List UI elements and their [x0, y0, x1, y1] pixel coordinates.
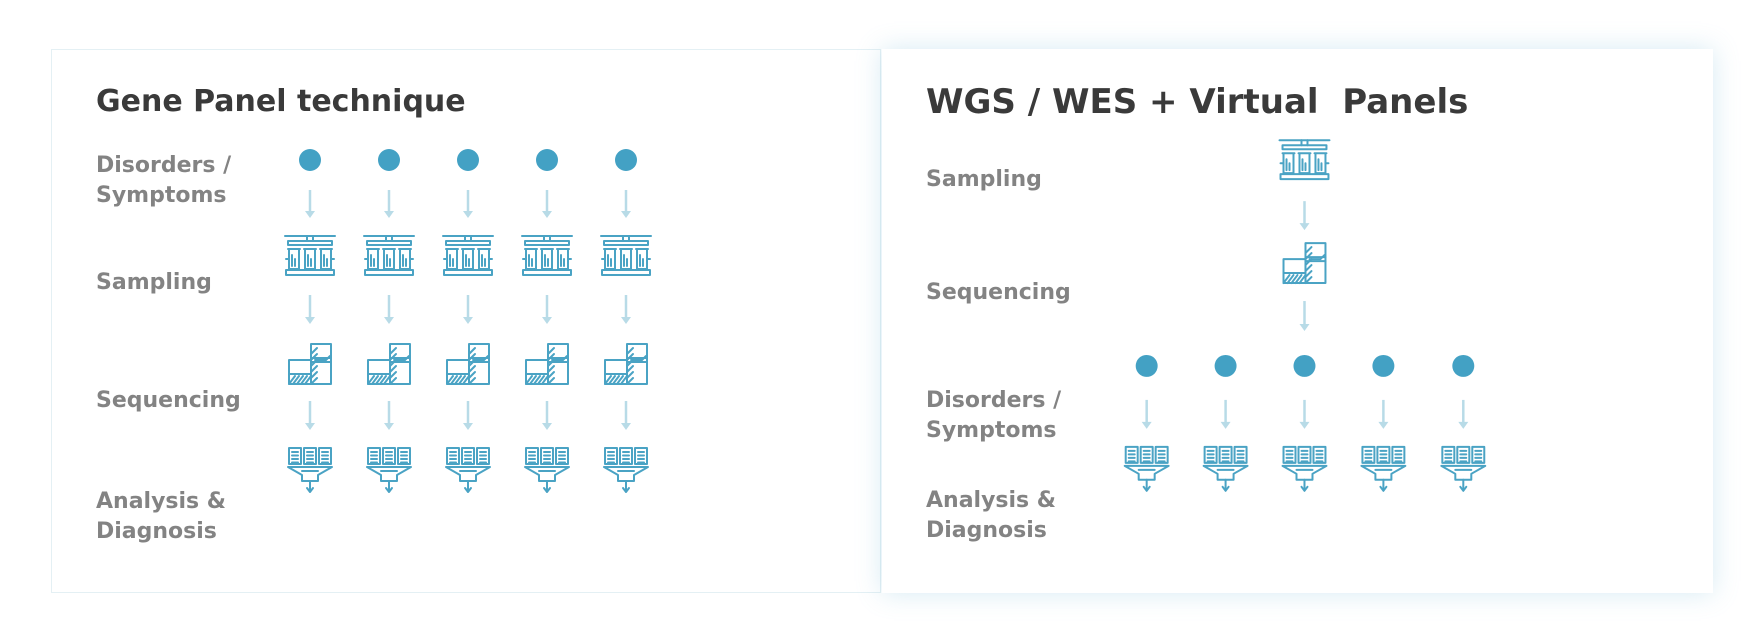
right-disorder-dot — [1452, 354, 1475, 377]
test-tubes-icon — [1278, 139, 1331, 181]
right-label-disorders: Disorders / Symptoms — [926, 388, 1062, 443]
analysis-funnel-icon — [1202, 445, 1249, 492]
left-workflow-diagram — [247, 149, 692, 493]
left-disorder-dot — [378, 149, 400, 171]
test-tubes-icon — [363, 235, 415, 276]
flow-arrow — [1220, 399, 1231, 429]
left-disorder-dot — [299, 149, 321, 171]
left-disorder-dot — [457, 149, 479, 171]
analysis-funnel-icon — [445, 447, 491, 493]
flow-arrow — [384, 295, 394, 324]
right-disorder-dot — [1214, 354, 1237, 377]
flow-arrow — [463, 190, 473, 218]
flow-arrow — [542, 401, 552, 430]
flow-arrow — [1141, 399, 1152, 429]
sequencer-icon — [367, 343, 411, 385]
right-disorder-dot — [1293, 354, 1316, 377]
left-disorder-dot — [536, 149, 558, 171]
test-tubes-icon — [442, 235, 494, 276]
analysis-funnel-icon — [1123, 445, 1170, 492]
flow-arrow — [1378, 399, 1389, 429]
analysis-funnel-icon — [524, 447, 570, 493]
right-panel-title: WGS / WES + Virtual Panels — [926, 82, 1469, 122]
right-disorder-dot — [1372, 354, 1395, 377]
test-tubes-icon — [284, 235, 336, 276]
left-disorder-dot — [615, 149, 637, 171]
right-workflow-diagram — [1084, 139, 1527, 492]
analysis-funnel-icon — [1440, 445, 1487, 492]
analysis-funnel-icon — [603, 447, 649, 493]
right-label-sequencing: Sequencing — [926, 280, 1071, 305]
left-label-analysis: Analysis & Diagnosis — [96, 489, 226, 544]
flow-arrow — [621, 401, 631, 430]
flow-arrow — [305, 401, 315, 430]
test-tubes-icon — [521, 235, 573, 276]
flow-arrow — [542, 190, 552, 218]
flow-arrow — [542, 295, 552, 324]
sequencer-icon — [525, 343, 569, 385]
flow-arrow — [1299, 301, 1310, 331]
gene-panel-section: Gene Panel technique Disorders / Symptom… — [51, 49, 881, 593]
flow-arrow — [463, 295, 473, 324]
analysis-funnel-icon — [1281, 445, 1328, 492]
flow-arrow — [305, 190, 315, 218]
analysis-funnel-icon — [287, 447, 333, 493]
flow-arrow — [621, 295, 631, 324]
analysis-funnel-icon — [1360, 445, 1407, 492]
right-label-analysis: Analysis & Diagnosis — [926, 488, 1056, 543]
right-label-sampling: Sampling — [926, 167, 1042, 192]
flow-arrow — [1299, 201, 1310, 231]
flow-arrow — [384, 190, 394, 218]
sequencer-icon — [1282, 242, 1327, 285]
flow-arrow — [1458, 399, 1469, 429]
sequencer-icon — [288, 343, 332, 385]
sequencer-icon — [604, 343, 648, 385]
left-label-sequencing: Sequencing — [96, 388, 241, 413]
left-panel-title: Gene Panel technique — [96, 84, 466, 119]
wgs-wes-section: WGS / WES + Virtual Panels Sampling Sequ… — [882, 49, 1713, 593]
flow-arrow — [305, 295, 315, 324]
left-label-sampling: Sampling — [96, 270, 212, 295]
analysis-funnel-icon — [366, 447, 412, 493]
flow-arrow — [384, 401, 394, 430]
left-label-disorders: Disorders / Symptoms — [96, 153, 232, 208]
flow-arrow — [621, 190, 631, 218]
right-disorder-dot — [1135, 354, 1158, 377]
sequencer-icon — [446, 343, 490, 385]
flow-arrow — [463, 401, 473, 430]
flow-arrow — [1299, 399, 1310, 429]
test-tubes-icon — [600, 235, 652, 276]
